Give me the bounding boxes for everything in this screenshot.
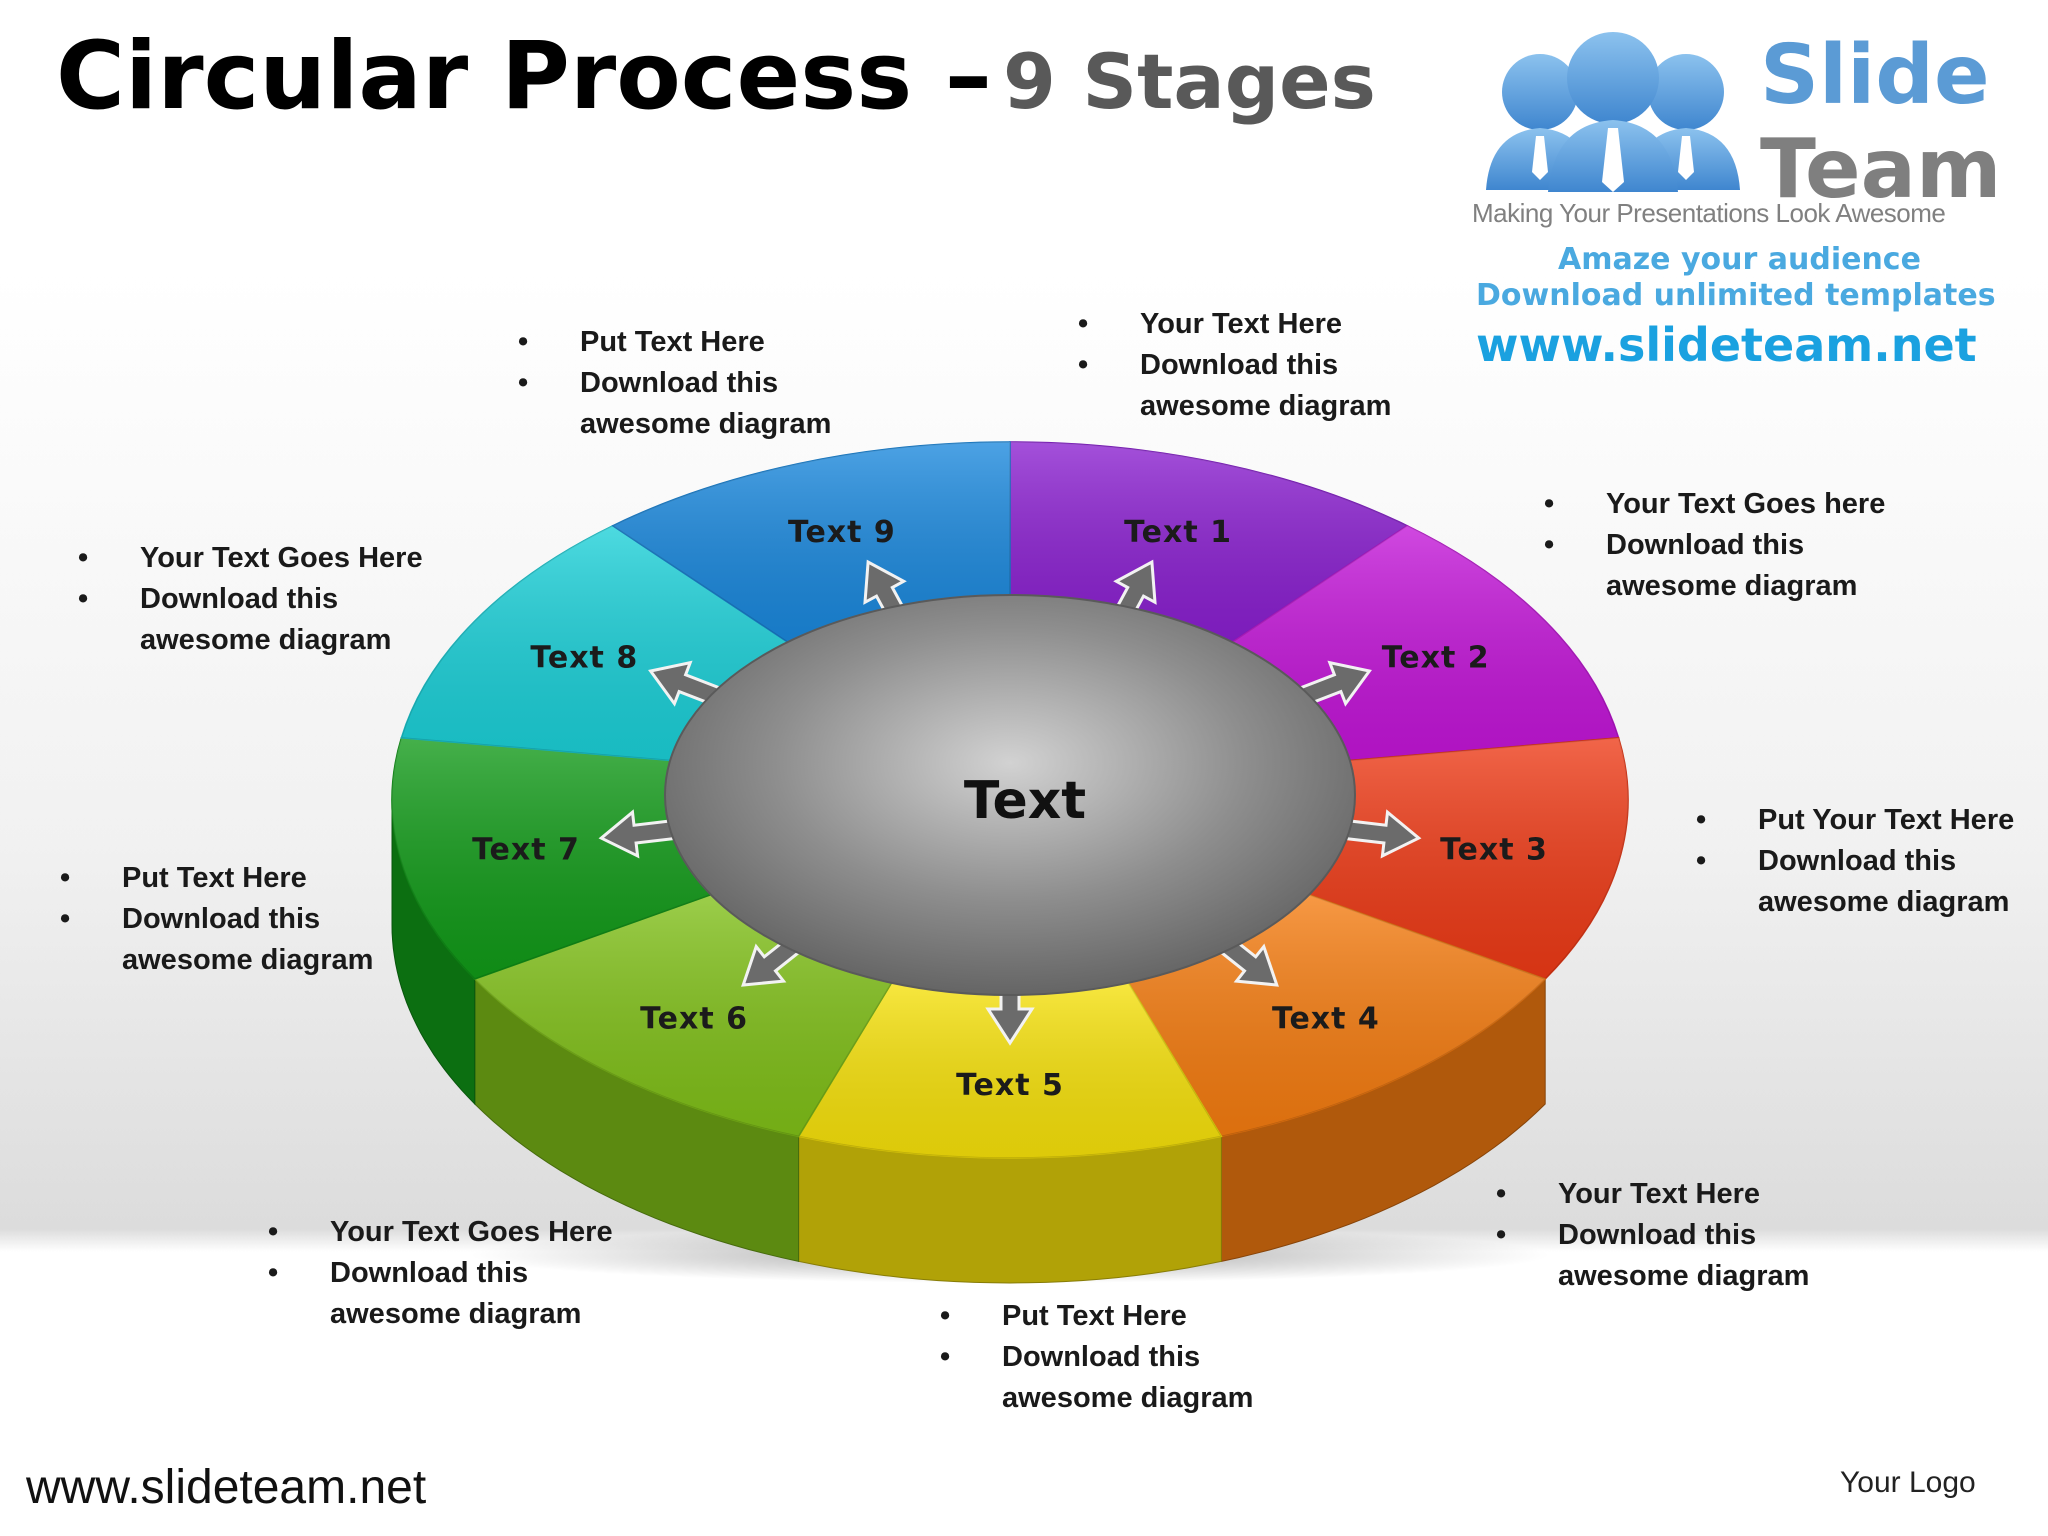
callout-3: Put Your Text Here Download this awesome… [1696,800,2048,923]
segment-1-gloss [1010,442,1408,644]
footer-url-link[interactable]: www.slideteam.net [26,1461,427,1514]
footer-logo-placeholder: Your Logo [1840,1466,1976,1499]
brand-line-amaze: Amaze your audience [1558,242,1921,277]
segment-9-gloss [612,442,1010,644]
segment-6-label: Text 6 [640,1001,748,1036]
callout-3-line-2: Download this [1696,841,2048,882]
slideteam-logo: Slide Team Making Your Presentations Loo… [1468,20,2028,380]
callout-9: Put Text Here Download this awesome diag… [518,322,940,445]
callout-9-line-1: Put Text Here [518,322,940,363]
center-hub [664,594,1356,996]
callout-5-line-2: Download this [940,1337,1362,1378]
callout-4: Your Text Here Download this awesome dia… [1496,1174,1918,1297]
callout-1-line-1: Your Text Here [1078,304,1500,345]
slide-title: Circular Process – 9 Stages [56,22,1376,131]
callout-5-line-3: awesome diagram [1002,1382,1254,1414]
callout-6: Your Text Goes Here Download this awesom… [268,1212,690,1335]
callout-1: Your Text Here Download this awesome dia… [1078,304,1500,427]
callout-6-line-3: awesome diagram [330,1298,582,1330]
callout-5: Put Text Here Download this awesome diag… [940,1296,1362,1419]
brand-tagline: Making Your Presentations Look Awesome [1472,198,1946,228]
segment-5-label: Text 5 [956,1068,1064,1103]
callout-2-line-3: awesome diagram [1606,570,1858,602]
callout-6-line-2: Download this [268,1253,690,1294]
callout-7-line-2: Download this [60,899,482,940]
callout-1-line-2: Download this [1078,345,1500,386]
segment-9-label: Text 9 [788,515,896,550]
brand-url-link[interactable]: www.slideteam.net [1476,318,1977,372]
callout-7-line-3: awesome diagram [122,944,374,976]
brand-word-team: Team [1760,122,2002,217]
callout-4-line-2: Download this [1496,1215,1918,1256]
callout-4-line-1: Your Text Here [1496,1174,1918,1215]
ring-sides [391,799,1546,1284]
brand-line-download: Download unlimited templates [1476,278,1996,313]
callout-4-line-3: awesome diagram [1558,1260,1810,1292]
callout-3-line-1: Put Your Text Here [1696,800,2048,841]
callout-7-line-1: Put Text Here [60,858,482,899]
callout-2-line-2: Download this [1544,525,1966,566]
segment-2-label: Text 2 [1382,641,1490,676]
segment-8-label: Text 8 [530,641,638,676]
callout-9-line-2: Download this [518,363,940,404]
segment-5-gloss [798,981,1222,1158]
segment-3-label: Text 3 [1440,833,1548,868]
callout-2-line-1: Your Text Goes here [1544,484,1966,525]
callout-8-line-1: Your Text Goes Here [78,538,500,579]
callout-8: Your Text Goes Here Download this awesom… [78,538,500,661]
callout-2: Your Text Goes here Download this awesom… [1544,484,1966,607]
ring-segment-labels: Text 1 Text 2 Text 3 Text 4 Text 5 Text 6 Text… [472,515,1548,1103]
segment-3-gloss [1307,737,1629,979]
title-main: Circular Process – [56,22,992,131]
center-hub-label: Text [964,771,1086,831]
segment-4-label: Text 4 [1272,1001,1380,1036]
people-icon [1486,32,1740,192]
segment-2-gloss [1230,525,1619,761]
segment-7-label: Text 7 [472,833,580,868]
callout-8-line-3: awesome diagram [140,624,392,656]
callout-7: Put Text Here Download this awesome diag… [60,858,482,981]
segment-8-gloss [401,525,790,761]
callout-8-line-2: Download this [78,579,500,620]
segment-1-label: Text 1 [1124,515,1232,550]
callout-1-line-3: awesome diagram [1140,390,1392,422]
callout-5-line-1: Put Text Here [940,1296,1362,1337]
callout-3-line-3: awesome diagram [1758,886,2010,918]
callout-6-line-1: Your Text Goes Here [268,1212,690,1253]
title-sub: 9 Stages [1003,37,1376,126]
brand-word-slide: Slide [1760,28,1990,123]
callout-9-line-3: awesome diagram [580,408,832,440]
